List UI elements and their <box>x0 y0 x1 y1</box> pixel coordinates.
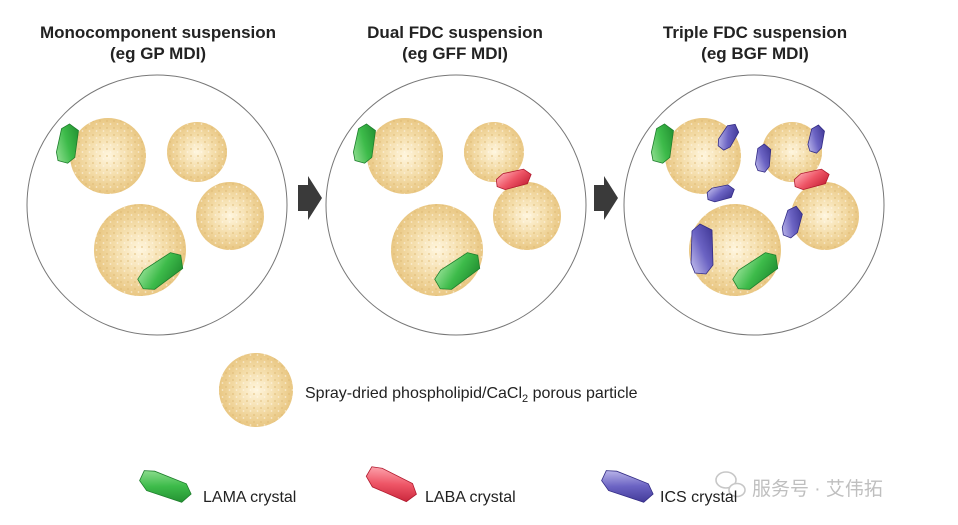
particle-label-main: Spray-dried phospholipid/CaCl <box>305 385 523 402</box>
lama-crystal <box>137 252 184 290</box>
porous-particle <box>70 118 146 194</box>
particle-label-subscript: 2 <box>522 393 529 406</box>
panel-title-line2: (eg GP MDI) <box>109 44 207 63</box>
lama-crystal <box>56 123 79 164</box>
panel-title-monocomponent: Monocomponent suspension (eg GP MDI) <box>18 22 298 64</box>
ics-crystal <box>755 143 772 173</box>
panel-title-line2: (eg BGF MDI) <box>701 44 809 63</box>
panel-title-triple: Triple FDC suspension (eg BGF MDI) <box>620 22 890 64</box>
suspension-circle <box>623 74 885 336</box>
lama-crystal <box>353 123 376 164</box>
legend-ics-crystal-icon <box>601 470 654 503</box>
legend-laba-label: LABA crystal <box>425 489 516 506</box>
particle-label-tail: porous particle <box>528 385 638 402</box>
legend-porous-particle-icon <box>219 353 293 427</box>
porous-particle <box>367 118 443 194</box>
panel-title-line2: (eg GFF MDI) <box>402 44 508 63</box>
legend-laba-crystal-icon <box>365 466 417 503</box>
porous-particle <box>762 122 822 182</box>
porous-particle <box>464 122 524 182</box>
panel-title-dual: Dual FDC suspension (eg GFF MDI) <box>325 22 585 64</box>
legend-lama-crystal-icon <box>139 470 192 503</box>
suspension-circle <box>325 74 587 336</box>
legend-ics-label: ICS crystal <box>660 489 738 506</box>
wechat-icon <box>715 471 746 498</box>
watermark-text: 服务号 · 艾伟拓 <box>752 479 883 500</box>
ics-crystal <box>717 123 740 151</box>
arrow-right-icon <box>298 176 322 220</box>
legend-lama-label: LAMA crystal <box>203 489 297 506</box>
panel-title-line1: Triple FDC suspension <box>662 23 848 42</box>
ics-crystal <box>706 184 735 203</box>
porous-particle <box>196 182 264 250</box>
lama-crystal <box>434 252 481 290</box>
laba-crystal <box>495 168 532 191</box>
lama-crystal <box>732 252 779 290</box>
laba-crystal <box>793 168 830 191</box>
ics-crystal <box>690 223 714 275</box>
panel-title-line1: Monocomponent suspension <box>39 23 277 42</box>
lama-crystal <box>651 123 674 164</box>
porous-particle <box>791 182 859 250</box>
ics-crystal <box>807 124 825 154</box>
porous-particle <box>493 182 561 250</box>
ics-crystal <box>781 205 803 239</box>
legend-particle-label: Spray-dried phospholipid/CaCl2 porous pa… <box>305 385 638 405</box>
arrow-right-icon <box>594 176 618 220</box>
suspension-circle <box>26 74 288 336</box>
panel-title-line1: Dual FDC suspension <box>367 23 543 42</box>
porous-particle <box>167 122 227 182</box>
